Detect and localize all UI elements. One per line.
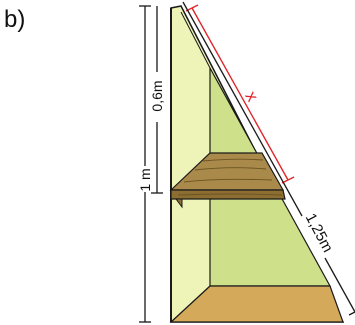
hypotenuse-dimension	[182, 1, 355, 316]
wooden-shelf	[169, 152, 286, 209]
label-total-height: 1 m	[137, 168, 153, 191]
label-unknown-x: x	[241, 88, 262, 105]
part-label: b)	[4, 6, 25, 33]
dimension-lines	[139, 5, 163, 323]
label-upper-height: 0,6m	[149, 80, 165, 111]
